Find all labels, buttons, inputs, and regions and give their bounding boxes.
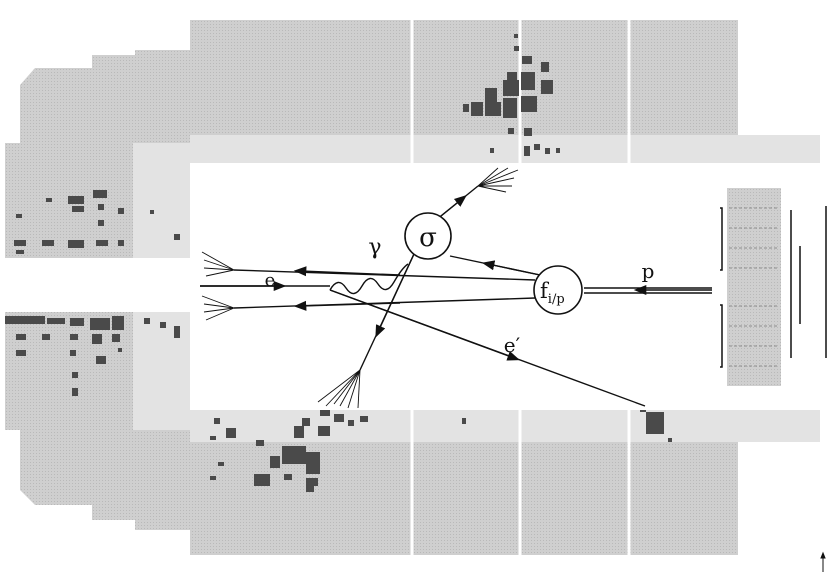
label-pdf-main: f xyxy=(540,279,550,303)
energy-deposits xyxy=(5,34,672,492)
forward-module xyxy=(727,188,781,386)
jet-sprays xyxy=(201,167,519,409)
left-lower-block xyxy=(5,312,133,430)
label-scattered-electron: e′ xyxy=(504,333,521,357)
pdf-vertex xyxy=(533,265,583,315)
particle-tracks xyxy=(200,185,712,407)
lower-inner-band xyxy=(190,410,820,442)
label-pdf: fi/p xyxy=(540,279,565,307)
corner-arrow-icon xyxy=(820,551,826,572)
photon-propagator xyxy=(329,263,409,295)
cross-section-vertex xyxy=(404,212,452,260)
label-proton: p xyxy=(642,259,655,283)
label-photon: γ xyxy=(368,235,381,260)
label-pdf-sub: i/p xyxy=(548,292,565,307)
upper-backward-module xyxy=(20,20,738,143)
upper-inner-band xyxy=(190,135,820,163)
label-sigma: σ xyxy=(419,223,437,253)
left-upper-light xyxy=(133,143,190,258)
lower-backward-module xyxy=(20,430,738,555)
label-electron: e xyxy=(265,270,276,291)
left-lower-light xyxy=(133,312,190,430)
